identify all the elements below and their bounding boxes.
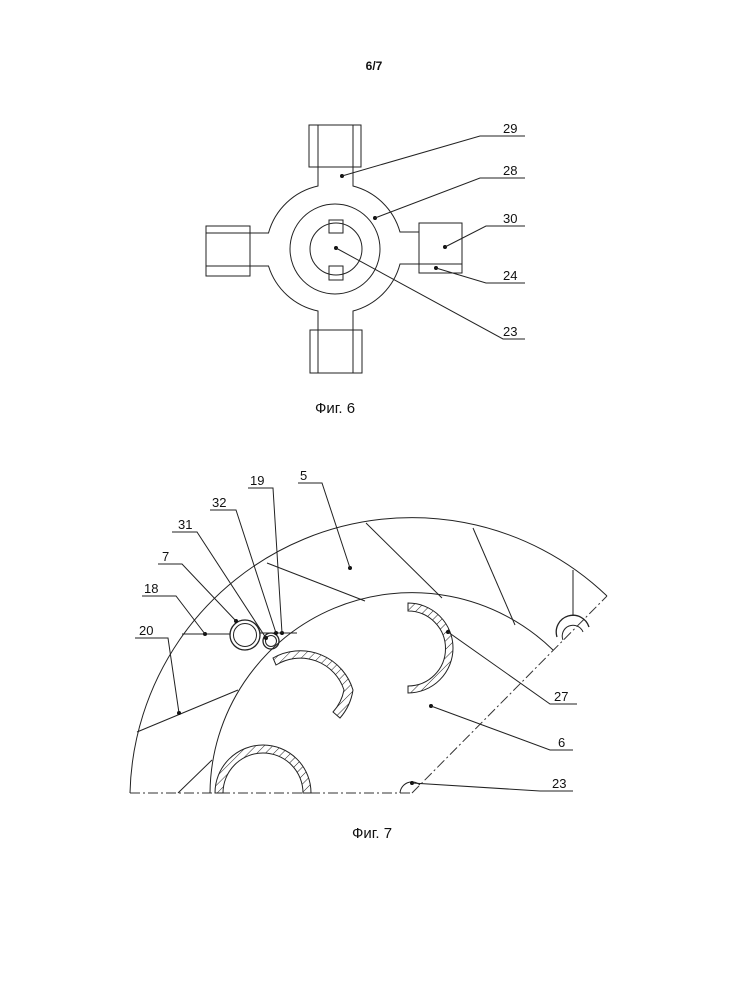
figure-7: 5 19 32 31 7 18 20 27 6 23 Фиг. 7: [130, 468, 607, 842]
channel-right: [556, 615, 589, 637]
outer-arc: [130, 518, 607, 793]
figure-7-caption: Фиг. 7: [352, 825, 392, 842]
label-29: 29: [503, 121, 517, 136]
slot-upper-left: [273, 651, 353, 718]
label-20: 20: [139, 623, 153, 638]
figure-6-caption: Фиг. 6: [315, 400, 355, 417]
slot-27: [408, 603, 453, 693]
label-27: 27: [554, 689, 568, 704]
key-bottom: [329, 266, 343, 280]
label-5: 5: [300, 468, 307, 483]
slot-bottom: [215, 745, 311, 793]
key-top: [329, 220, 343, 233]
block-right: [419, 223, 462, 273]
page-number: 6/7: [366, 59, 383, 73]
pipe-7: [230, 620, 260, 650]
label-18: 18: [144, 581, 158, 596]
label-28: 28: [503, 163, 517, 178]
label-32: 32: [212, 495, 226, 510]
label-24: 24: [503, 268, 517, 283]
label-23: 23: [503, 324, 517, 339]
figure-6: 29 28 30 24 23 Фиг. 6: [206, 121, 525, 417]
disc-6-arc: [210, 593, 553, 793]
label-6: 6: [558, 735, 565, 750]
label-30: 30: [503, 211, 517, 226]
label-31: 31: [178, 517, 192, 532]
label-19: 19: [250, 473, 264, 488]
label-23-fig7: 23: [552, 776, 566, 791]
label-7: 7: [162, 549, 169, 564]
